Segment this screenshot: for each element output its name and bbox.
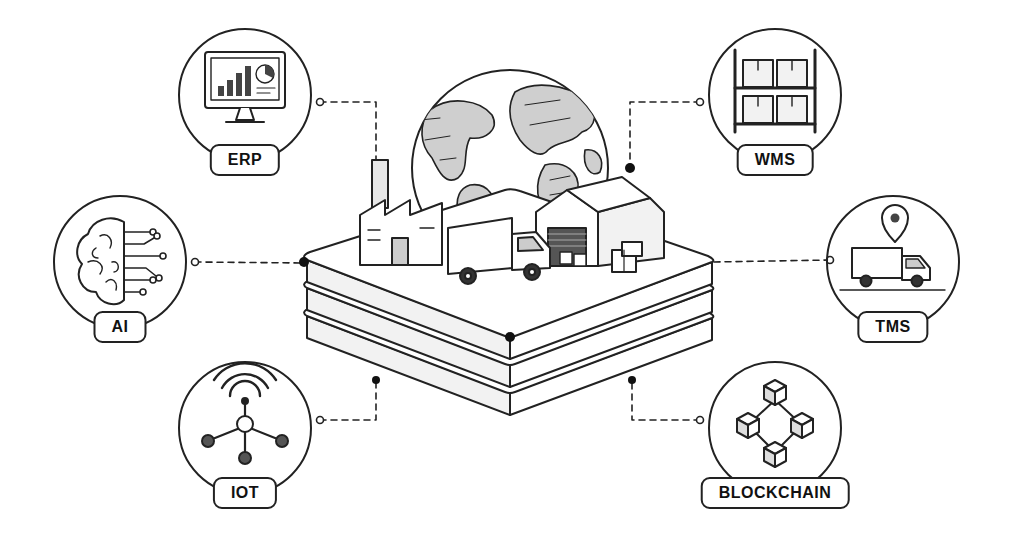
icon-circle: TMS (826, 195, 960, 329)
icon-circle: ERP (178, 28, 312, 162)
icon-circle: AI (53, 195, 187, 329)
icon-circle: BLOCKCHAIN (708, 361, 842, 495)
platform (299, 189, 713, 415)
label-pill: AI (94, 311, 147, 343)
erp-icon (205, 52, 285, 122)
label-pill: BLOCKCHAIN (701, 477, 850, 509)
icon-circle: WMS (708, 28, 842, 162)
factory (360, 160, 442, 265)
icon-circle: IOT (178, 361, 312, 495)
label-pill: ERP (210, 144, 280, 176)
warehouse (536, 177, 664, 272)
label-pill: IOT (213, 477, 277, 509)
ai-icon (77, 218, 166, 304)
tms-icon (840, 205, 945, 290)
iot-icon (202, 363, 288, 464)
wms-icon (735, 50, 815, 132)
label-pill: TMS (857, 311, 928, 343)
label-pill: WMS (737, 144, 814, 176)
blockchain-icon (737, 380, 813, 467)
truck (448, 218, 550, 284)
